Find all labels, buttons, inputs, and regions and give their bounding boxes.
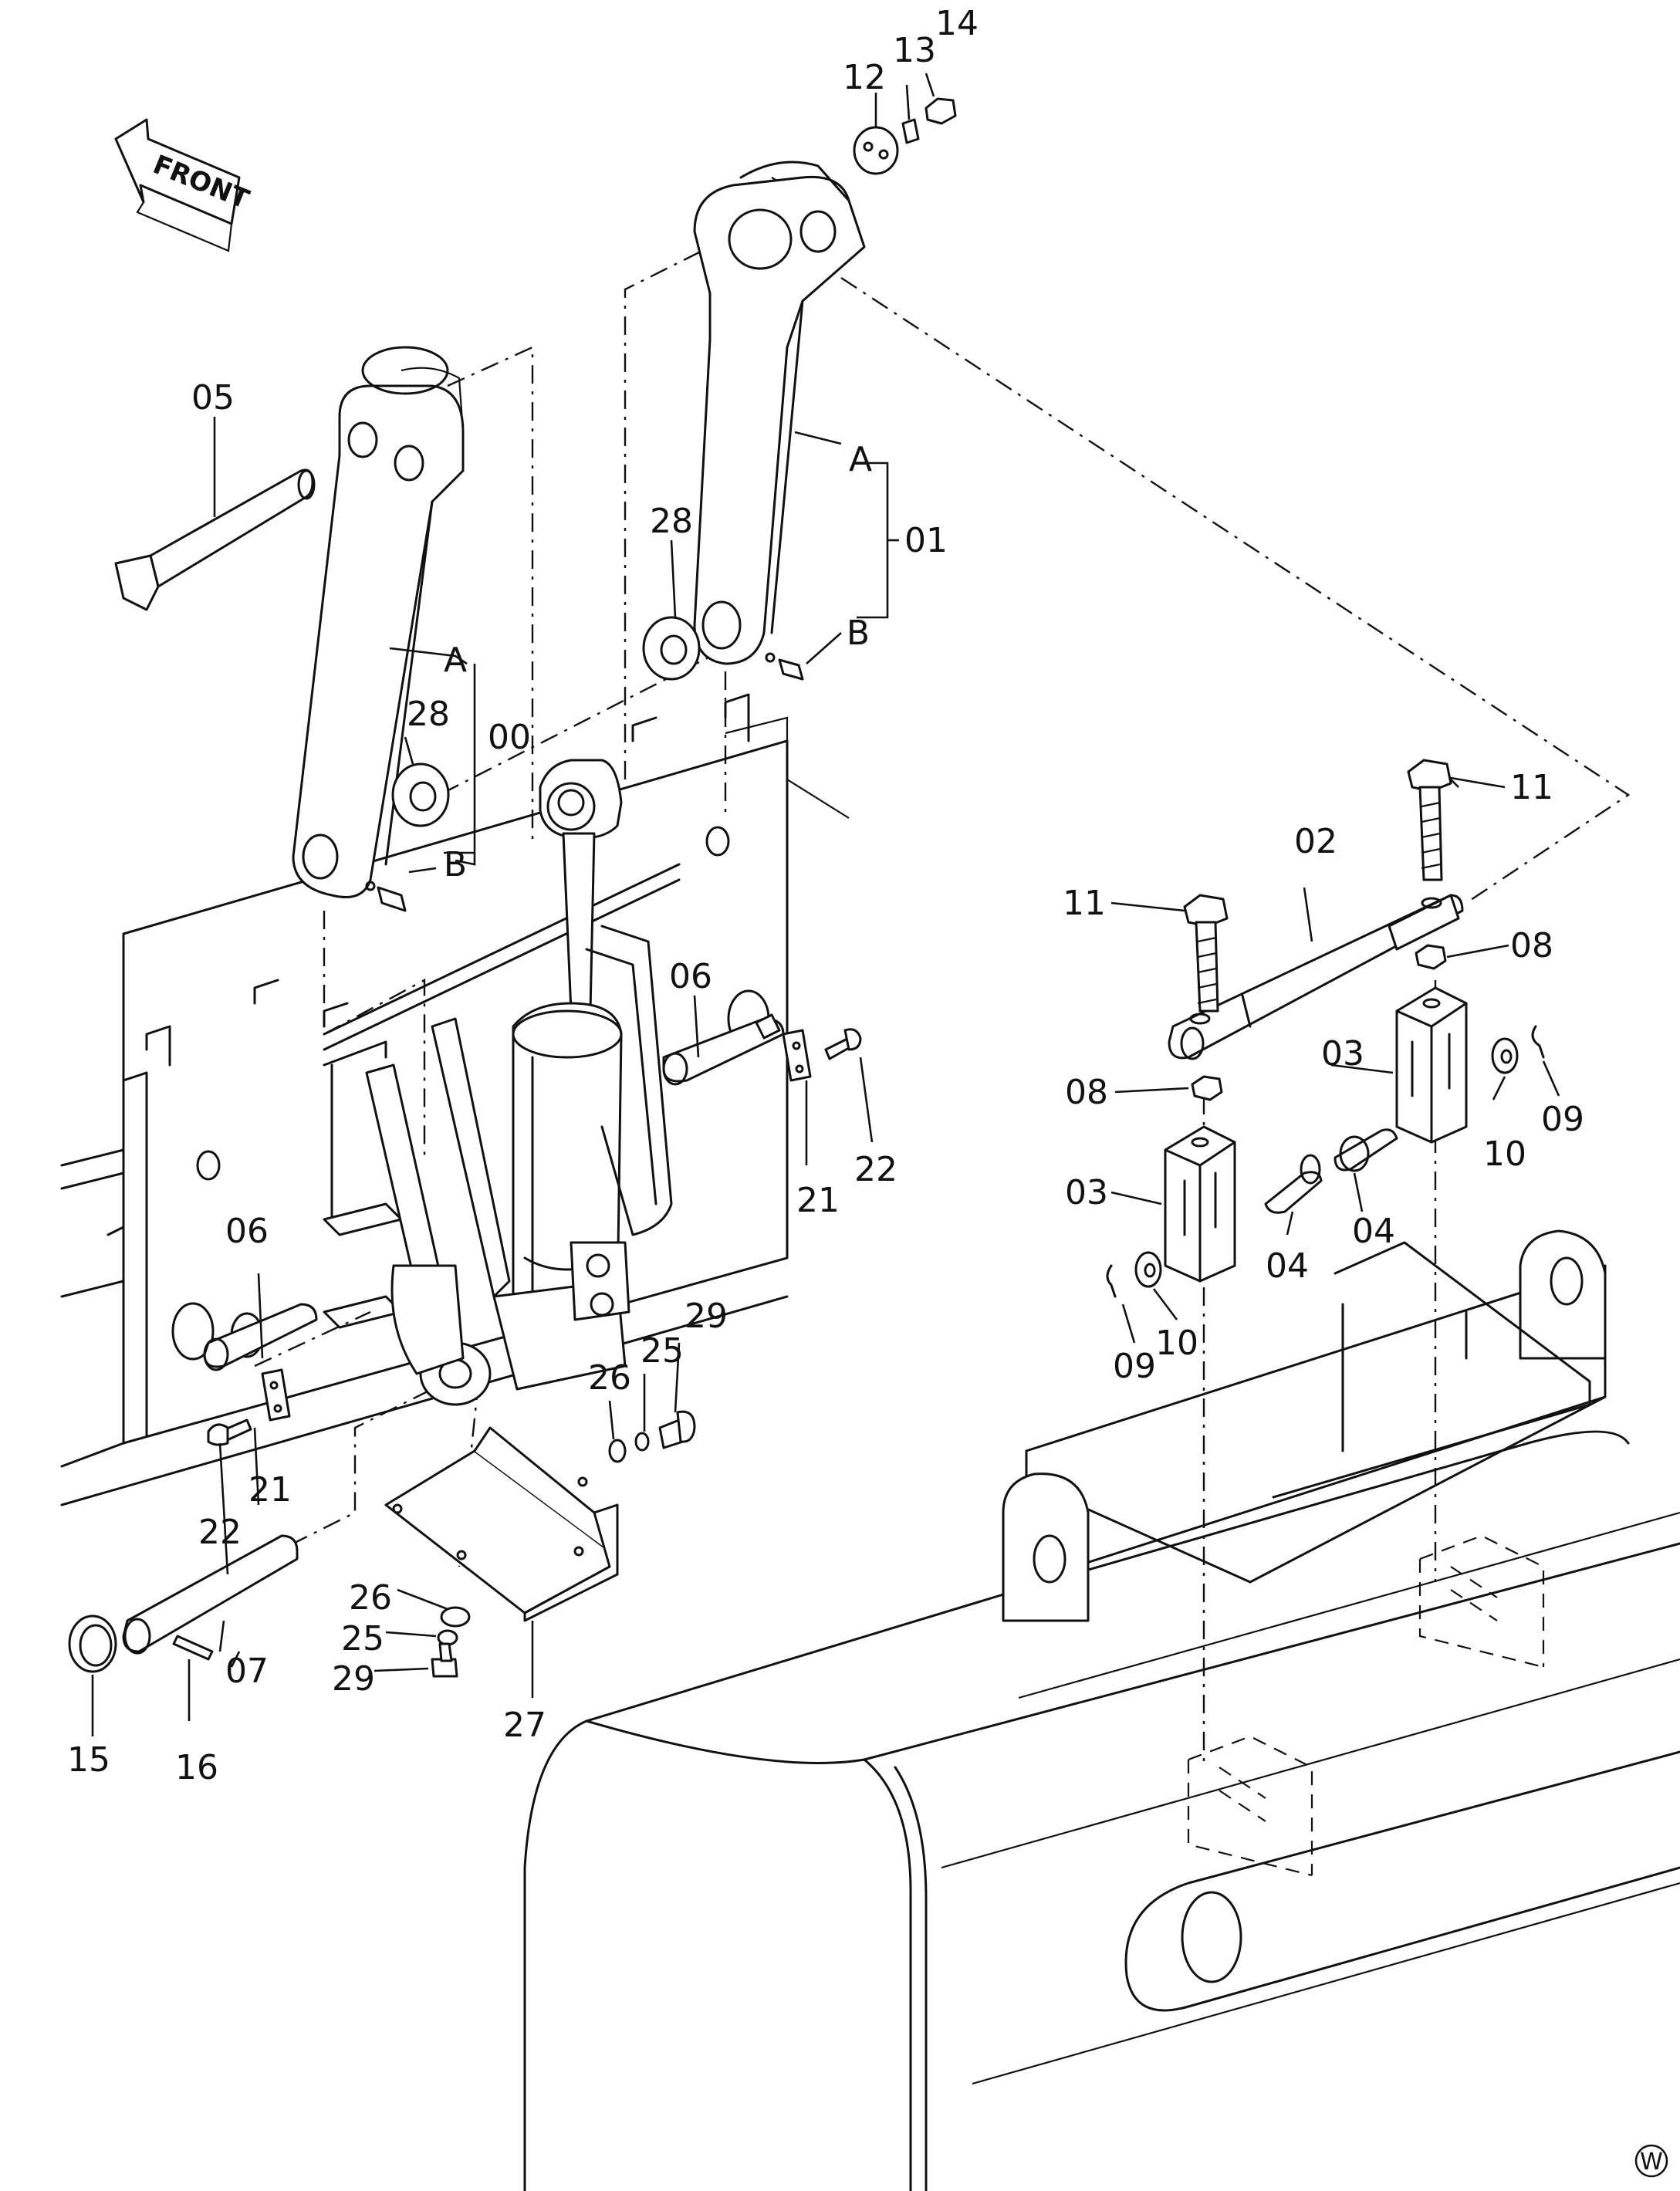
callout-21-upper: 21 xyxy=(796,1181,840,1220)
callout-a-right: A xyxy=(849,440,872,479)
spring-washer-25-lower[interactable] xyxy=(437,1629,458,1646)
callout-27: 27 xyxy=(503,1706,546,1745)
link-arm-01[interactable] xyxy=(693,161,866,665)
callout-14: 14 xyxy=(935,4,979,43)
washer-26-lower[interactable] xyxy=(440,1606,471,1628)
machine-frame xyxy=(60,693,1680,2191)
swing-bracket-yoke xyxy=(365,925,673,1375)
clevis-pin-04-left[interactable] xyxy=(1264,1154,1323,1214)
callout-29-right: 29 xyxy=(685,1297,728,1336)
link-arm-00[interactable] xyxy=(292,346,465,898)
spring-pin-16[interactable] xyxy=(172,1635,214,1661)
callout-12: 12 xyxy=(843,58,886,97)
callout-25-right: 25 xyxy=(641,1331,684,1371)
callout-b-right: B xyxy=(847,614,870,653)
callout-15: 15 xyxy=(67,1740,110,1780)
cover-plate-27[interactable] xyxy=(384,1426,619,1622)
callout-leaders xyxy=(91,73,1560,1736)
stopper-21-lower[interactable] xyxy=(261,1368,291,1422)
callout-03-left: 03 xyxy=(1065,1173,1108,1212)
nut-08-left[interactable] xyxy=(1191,1075,1223,1101)
block-03-left[interactable] xyxy=(1164,1125,1236,1283)
callout-16: 16 xyxy=(175,1748,218,1787)
callout-09-right: 09 xyxy=(1541,1100,1584,1139)
washer-10-left[interactable] xyxy=(1134,1251,1162,1288)
bolt-14[interactable] xyxy=(925,97,957,125)
callout-labels: 05 A 00 28 B A 01 28 B 12 13 14 06 21 22… xyxy=(67,4,1584,1787)
clevis-pin-04-right[interactable] xyxy=(1334,1128,1398,1172)
block-03-right[interactable] xyxy=(1395,986,1468,1144)
nut-08-right[interactable] xyxy=(1415,944,1447,970)
callout-28-left: 28 xyxy=(407,695,450,734)
callout-a-left: A xyxy=(444,641,467,680)
callout-06-upper: 06 xyxy=(669,957,712,996)
washer-10-right[interactable] xyxy=(1491,1037,1519,1074)
callout-07: 07 xyxy=(225,1652,269,1691)
front-direction-arrow: FRONT xyxy=(114,118,254,252)
washer-26-right[interactable] xyxy=(608,1439,627,1463)
rod-02[interactable] xyxy=(1168,894,1464,1060)
corner-mark-letter: W xyxy=(1640,2149,1663,2176)
bolt-11-right[interactable] xyxy=(1407,759,1452,881)
callout-09-left: 09 xyxy=(1113,1347,1156,1386)
washer-28-left[interactable] xyxy=(391,762,450,827)
callout-01: 01 xyxy=(904,521,948,560)
callout-11-left: 11 xyxy=(1063,884,1106,923)
grease-fitting-right[interactable] xyxy=(765,652,804,681)
callout-11-right: 11 xyxy=(1510,768,1553,807)
callout-02: 02 xyxy=(1294,822,1337,861)
callout-26-lower: 26 xyxy=(349,1578,392,1618)
grease-fitting-left[interactable] xyxy=(365,881,407,912)
callout-04-left: 04 xyxy=(1266,1246,1309,1286)
corner-mark: W xyxy=(1634,2144,1668,2178)
bolt-22-upper[interactable] xyxy=(824,1028,862,1060)
plate-12[interactable] xyxy=(853,126,899,175)
callout-03-right: 03 xyxy=(1321,1034,1364,1074)
lock-washer-13[interactable] xyxy=(901,118,920,144)
r-pin-09-right[interactable] xyxy=(1531,1025,1545,1059)
pin-07[interactable] xyxy=(122,1534,299,1655)
spring-washer-25-right[interactable] xyxy=(634,1432,650,1452)
bolt-11-left[interactable] xyxy=(1183,894,1229,1013)
bolt-29-right[interactable] xyxy=(658,1410,696,1449)
callout-22-lower: 22 xyxy=(198,1513,242,1552)
r-pin-09-left[interactable] xyxy=(1106,1264,1117,1298)
washer-28-right[interactable] xyxy=(642,616,701,681)
snap-ring-15[interactable] xyxy=(68,1615,117,1673)
callout-05: 05 xyxy=(191,378,235,418)
pin-06-upper[interactable] xyxy=(662,1013,785,1086)
callout-04-right: 04 xyxy=(1352,1212,1395,1251)
callout-29-lower: 29 xyxy=(332,1659,375,1699)
pin-05[interactable] xyxy=(114,468,316,611)
stopper-21-upper[interactable] xyxy=(782,1029,812,1082)
callout-08-right: 08 xyxy=(1510,926,1553,965)
hidden-mount-lines xyxy=(1187,1534,1545,1877)
bolt-29-lower[interactable] xyxy=(431,1642,458,1678)
callout-26-right: 26 xyxy=(588,1358,631,1398)
bolt-22-lower[interactable] xyxy=(207,1418,252,1446)
callout-22-upper: 22 xyxy=(854,1150,897,1189)
callout-10-right: 10 xyxy=(1483,1134,1526,1174)
callout-21-lower: 21 xyxy=(248,1470,292,1510)
callout-28-right: 28 xyxy=(650,502,693,541)
callout-b-left: B xyxy=(444,845,467,884)
callout-25-lower: 25 xyxy=(341,1619,384,1658)
callout-06-lower: 06 xyxy=(225,1212,269,1251)
callout-08-left: 08 xyxy=(1065,1073,1108,1112)
callout-00: 00 xyxy=(488,718,531,757)
callout-13: 13 xyxy=(893,31,936,70)
callout-10-left: 10 xyxy=(1155,1324,1198,1363)
